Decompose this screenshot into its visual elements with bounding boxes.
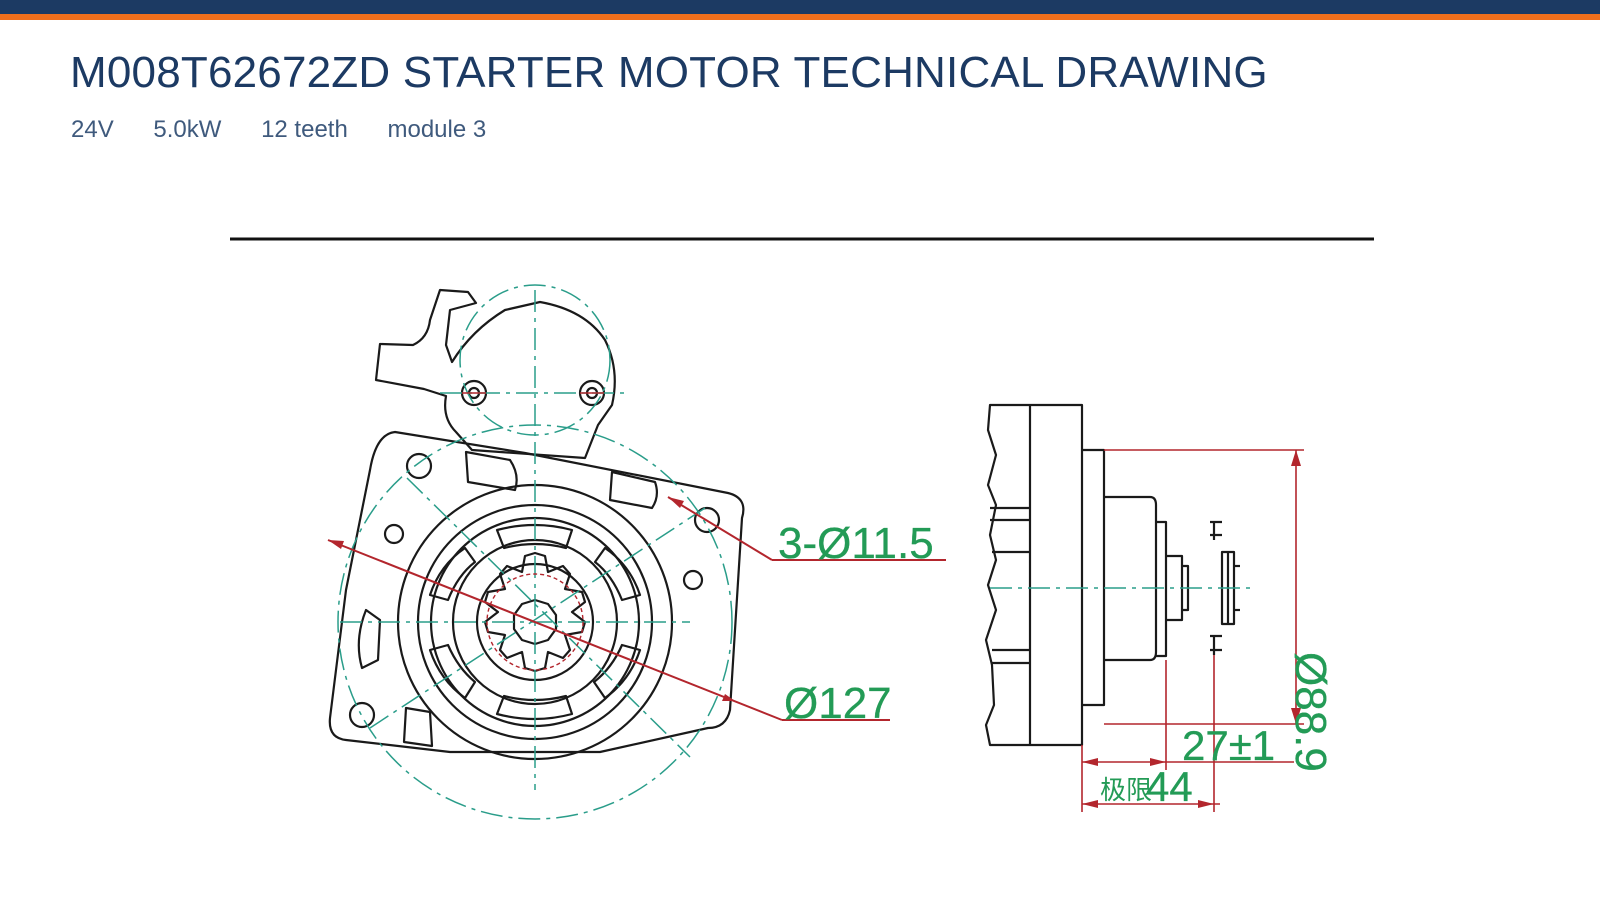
offset-dimension: 27±1 — [1182, 722, 1275, 769]
spec-power: 5.0kW — [153, 116, 222, 143]
header-orange-bar — [0, 14, 1600, 20]
spec-teeth: 12 teeth — [261, 116, 348, 143]
side-view — [984, 403, 1240, 747]
spec-list: 24V 5.0kW 12 teeth module 3 — [71, 116, 519, 144]
holes-dimension: 3-Ø11.5 — [778, 519, 934, 568]
limit-value: 44 — [1146, 763, 1193, 810]
front-view — [328, 288, 745, 761]
limit-prefix: 极限 — [1100, 776, 1152, 806]
solenoid-bracket — [374, 288, 616, 460]
spec-module: module 3 — [387, 116, 487, 143]
front-centerlines — [337, 284, 733, 820]
pitch-circle — [486, 573, 584, 671]
flange-diameter-dimension: Ø127 — [784, 679, 892, 728]
front-dimensions — [327, 496, 946, 721]
pinion-diameter-dimension: Ø88.9 — [1286, 652, 1335, 772]
page-title: M008T62672ZD STARTER MOTOR TECHNICAL DRA… — [70, 48, 1268, 97]
side-dimensions — [1081, 449, 1304, 812]
flange-body — [328, 430, 745, 754]
spec-voltage: 24V — [71, 116, 114, 143]
header-navy-bar — [0, 0, 1600, 14]
